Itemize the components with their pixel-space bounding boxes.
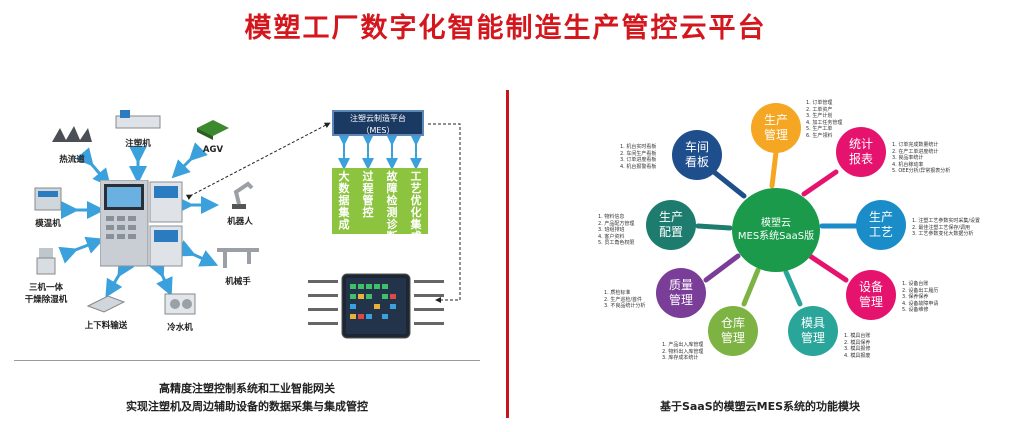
arrow-hot-runner (75, 147, 111, 187)
module-production-config: 生产配置 (646, 200, 696, 250)
device-robot: 机器人 (218, 180, 262, 227)
mes-bar-big-data: 大数据集成 (332, 168, 356, 234)
mes-saas-hub: 模塑云 MES系统SaaS版 (732, 188, 820, 272)
device-arrows (58, 122, 461, 303)
page-title: 模塑工厂数字化智能制造生产管控云平台 (244, 13, 767, 44)
molding-machine-icon (115, 110, 161, 129)
arrow-chiller (148, 258, 173, 297)
device-chiller: 冷水机 (156, 292, 204, 333)
module-mold-management: 模具管理 (788, 306, 838, 356)
device-hot-runner: 热流道 (48, 122, 96, 165)
robot-arm-icon (232, 181, 254, 209)
module-quality-management: 质量管理 (656, 268, 706, 318)
link-production (769, 149, 779, 189)
link-warehouse (741, 267, 761, 307)
link-mold (783, 269, 803, 307)
left-caption: 高精度注塑控制系统和工业智能网关 实现注塑机及周边辅助设备的数据采集与集成管控 (126, 382, 368, 413)
arrow-conveyor (105, 257, 135, 298)
link-report (801, 169, 839, 197)
device-manipulator: 机械手 (210, 244, 266, 287)
agv-icon (197, 120, 229, 140)
module-equipment-management: 设备管理 (846, 270, 896, 320)
arrow-manipulator (176, 240, 219, 267)
link-config (695, 223, 733, 231)
left-baseline (14, 360, 480, 361)
link-equipment (807, 253, 849, 283)
dashed-link-mes-tablet (428, 123, 461, 303)
device-molding-machine: 注塑机 (112, 108, 164, 149)
manipulator-icon (217, 248, 259, 268)
panel-divider (506, 90, 509, 418)
mes-bar-process-optimization: 工艺优化集成 (404, 168, 428, 243)
module-production-craft: 生产工艺 (856, 200, 906, 250)
module-statistics-report: 统计报表 (836, 127, 886, 177)
dryer-icon (36, 248, 56, 275)
device-mold-temp: 模温机 (28, 186, 68, 229)
conveyor-icon (86, 295, 126, 313)
device-agv: AGV (188, 118, 238, 155)
mes-bar-fault-diagnosis: 故障检测诊断 (380, 168, 404, 243)
link-board (711, 169, 747, 199)
arrow-dryer (58, 236, 105, 264)
dashboard-tablet-icon (308, 273, 444, 339)
hot-runner-icon (52, 126, 92, 142)
link-quality (703, 253, 741, 283)
device-dryer: 三机一体 干燥除湿机 (20, 236, 72, 315)
device-conveyor: 上下料输送 (76, 292, 136, 331)
mes-platform-box: 注塑云制造平台 （MES） (332, 110, 424, 136)
controller-cabinet-icon (100, 180, 183, 267)
module-production-management: 生产管理 (751, 103, 801, 153)
chiller-icon (164, 293, 196, 315)
dashed-link-cabinet-mes (185, 122, 331, 201)
module-warehouse-management: 仓库管理 (708, 306, 758, 356)
module-workshop-board: 车间看板 (672, 130, 722, 180)
mold-temp-icon (34, 187, 62, 211)
mes-bar-process-control: 过程管控 (356, 168, 380, 234)
right-caption: 基于SaaS的模塑云MES系统的功能模块 (659, 400, 861, 413)
